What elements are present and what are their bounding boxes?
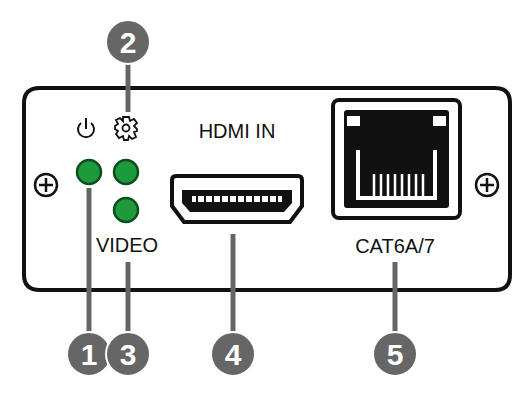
leader-line bbox=[89, 64, 395, 332]
callout-number: 5 bbox=[387, 340, 404, 370]
hdmi-port bbox=[172, 176, 302, 222]
screw bbox=[35, 174, 57, 196]
callout-circle bbox=[67, 20, 417, 376]
callout-number: 4 bbox=[225, 340, 242, 370]
rj45-port bbox=[333, 100, 460, 218]
screw bbox=[476, 174, 498, 196]
port-label: HDMI IN bbox=[199, 121, 276, 141]
video-led bbox=[114, 198, 138, 222]
gear-icon bbox=[115, 117, 137, 140]
led-label: VIDEO bbox=[96, 235, 158, 255]
port-label: CAT6A/7 bbox=[355, 236, 435, 256]
power-icon bbox=[78, 118, 94, 137]
status-led bbox=[114, 160, 138, 184]
callout-number: 1 bbox=[81, 340, 98, 370]
callout-number: 3 bbox=[120, 340, 137, 370]
callout-number: 2 bbox=[120, 28, 137, 58]
power-led bbox=[77, 160, 101, 184]
housing bbox=[24, 88, 510, 290]
